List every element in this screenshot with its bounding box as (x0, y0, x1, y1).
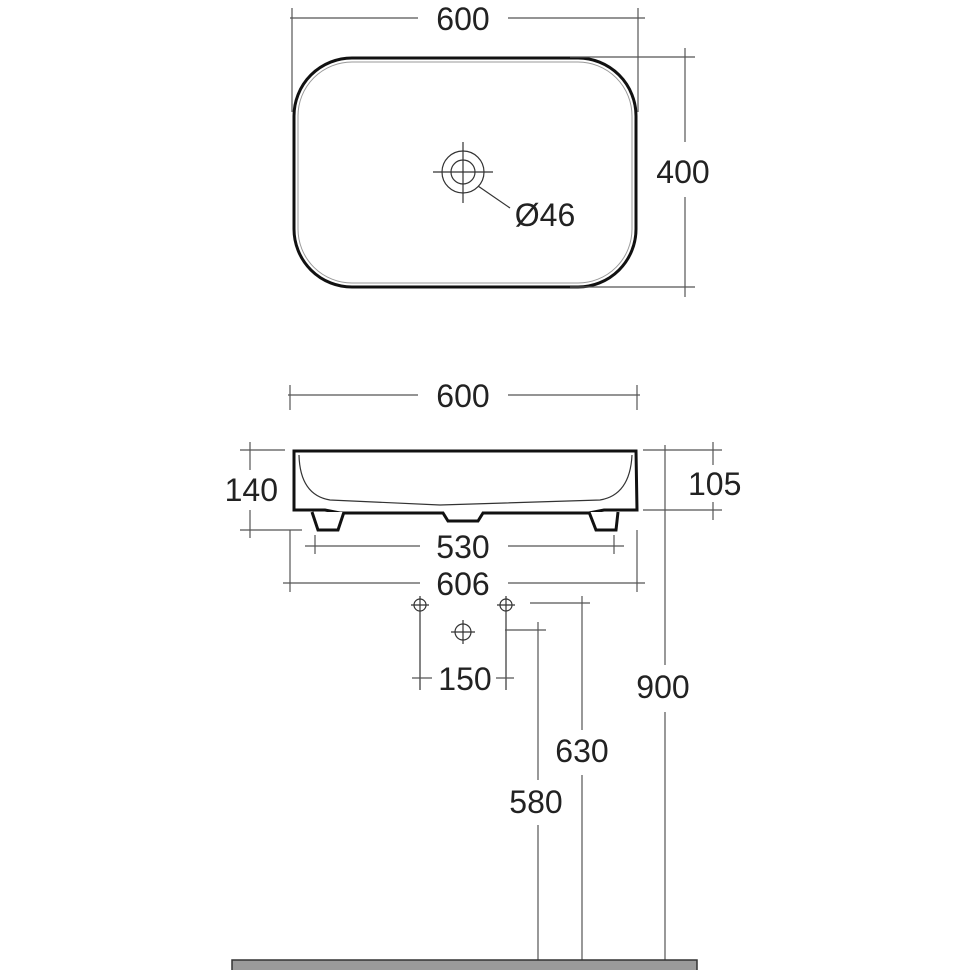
pipe-right-icon (497, 596, 515, 690)
height-label: 140 (225, 472, 278, 508)
pipe-height-label: 630 (555, 733, 608, 769)
right-foot (587, 511, 620, 532)
side-width-dimension: 600 (288, 378, 640, 414)
height-dimension: 140 (225, 442, 302, 538)
installation-dimensions: 150 630 580 900 (231, 445, 698, 970)
bowl-depth-dimension: 105 (643, 442, 741, 520)
top-view: 600 Ø46 400 (290, 1, 710, 297)
side-width-label: 600 (436, 378, 489, 414)
top-width-label: 600 (436, 1, 489, 37)
tap-hole-label: Ø46 (515, 197, 575, 233)
waste-pipe-icon (451, 620, 475, 644)
overall-width-label: 606 (436, 566, 489, 602)
pipe-left-icon (411, 596, 429, 690)
overall-width-dimension: 606 (283, 530, 645, 602)
tap-hole: Ø46 (433, 142, 575, 233)
top-width-dimension: 600 (290, 1, 645, 112)
side-view: 600 140 105 530 (225, 378, 742, 602)
waste-height-label: 580 (509, 784, 562, 820)
basin-inner-rim (297, 61, 633, 284)
top-depth-dimension: 400 (570, 48, 710, 297)
left-foot (310, 511, 346, 532)
feet-spacing-label: 530 (436, 529, 489, 565)
basin-outline-side (292, 449, 639, 523)
feet-spacing-dimension: 530 (305, 529, 624, 565)
rim-height-label: 900 (636, 669, 689, 705)
pipe-spacing-label: 150 (438, 661, 491, 697)
bowl-profile (298, 454, 633, 506)
top-depth-label: 400 (656, 154, 709, 190)
bowl-depth-label: 105 (688, 466, 741, 502)
floor-line (231, 959, 698, 970)
